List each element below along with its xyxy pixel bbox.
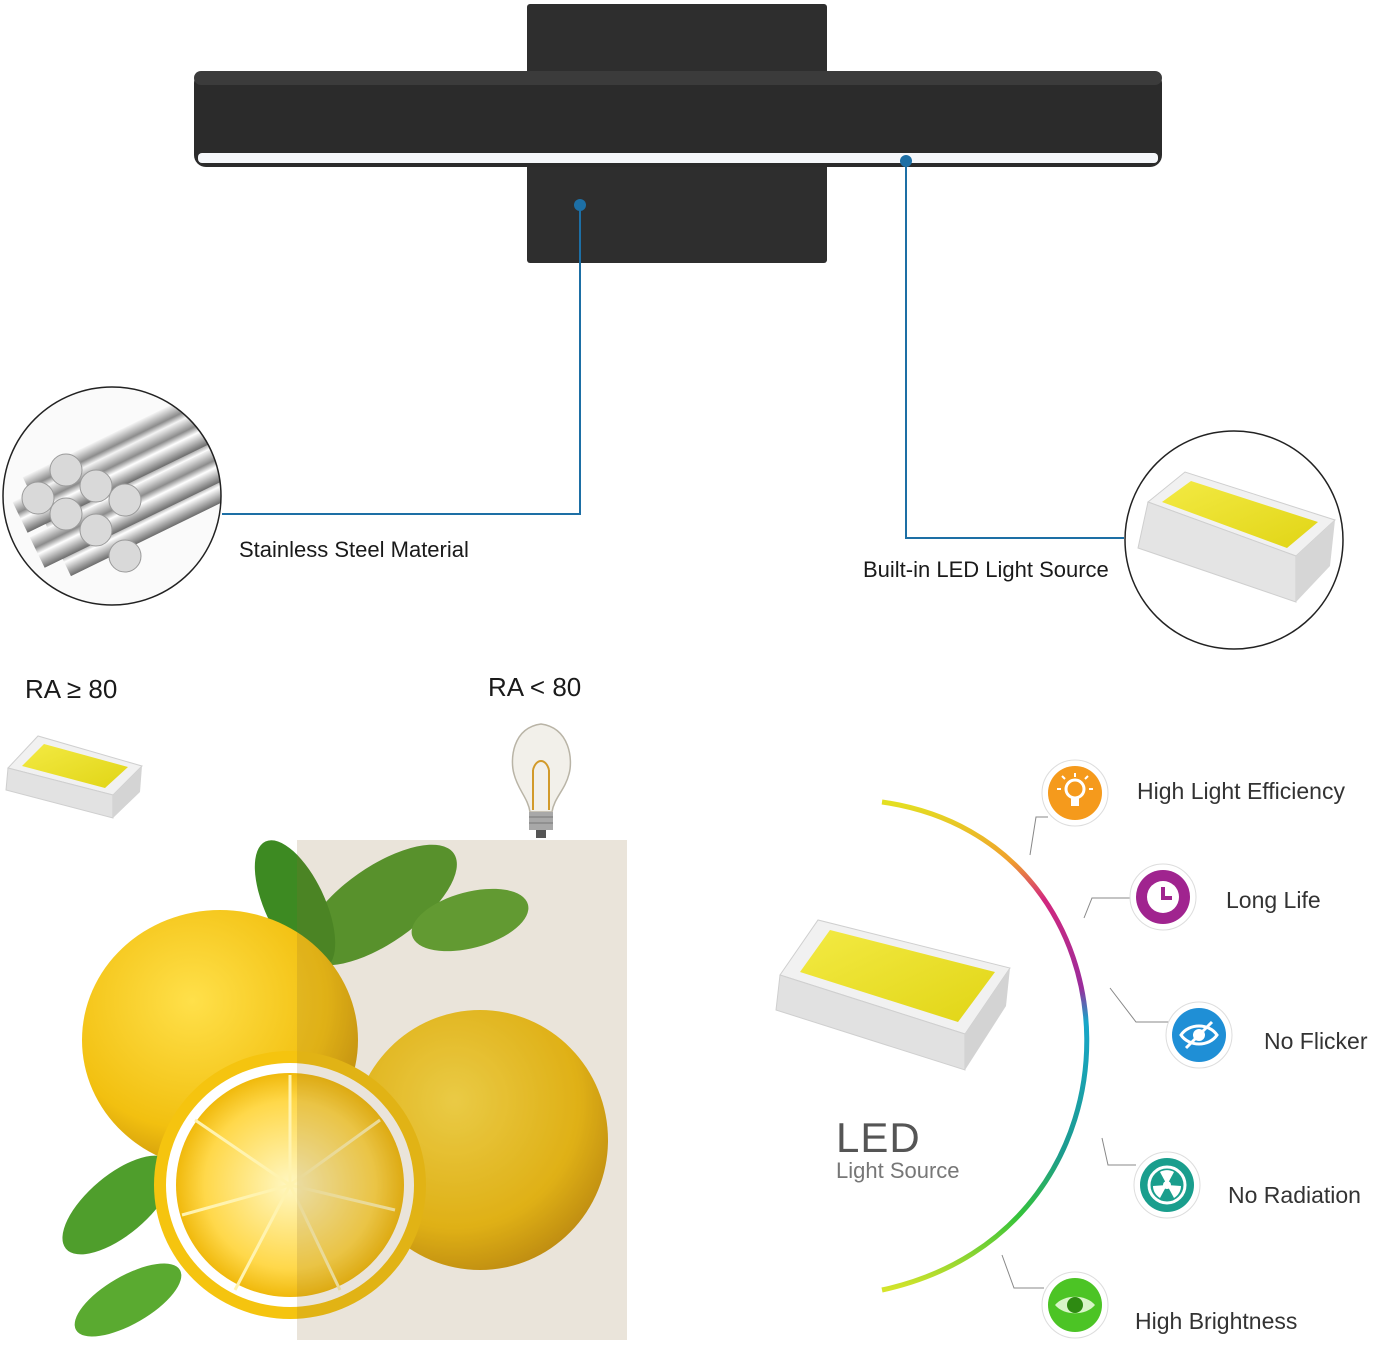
lightbulb-icon bbox=[1041, 759, 1109, 827]
pointer-dot-steel bbox=[574, 199, 586, 211]
feature-label-high-light-efficiency: High Light Efficiency bbox=[1137, 778, 1345, 804]
callout-stainless-steel: Stainless Steel Material bbox=[239, 537, 469, 562]
feature-label-no-radiation: No Radiation bbox=[1228, 1182, 1361, 1208]
led-chip-circle-image bbox=[1124, 430, 1344, 650]
feature-label-high-brightness: High Brightness bbox=[1135, 1308, 1298, 1334]
clock-icon bbox=[1129, 863, 1197, 931]
feature-connector-lines bbox=[1001, 816, 1170, 1289]
wall-lamp-image bbox=[194, 4, 1162, 263]
lemons-image bbox=[62, 840, 627, 1340]
ra-high-label: RA ≥ 80 bbox=[25, 674, 118, 704]
radiation-icon bbox=[1133, 1151, 1201, 1219]
eye-icon bbox=[1041, 1271, 1109, 1339]
large-led-chip-image bbox=[775, 919, 1011, 1071]
filament-bulb-image bbox=[511, 723, 572, 838]
led-subtitle: Light Source bbox=[836, 1158, 960, 1183]
ra-low-label: RA < 80 bbox=[488, 672, 582, 702]
pointer-dot-led bbox=[900, 155, 912, 167]
callout-led-light-source: Built-in LED Light Source bbox=[863, 557, 1109, 582]
feature-label-no-flicker: No Flicker bbox=[1264, 1028, 1368, 1054]
pointer-lines bbox=[222, 161, 1124, 539]
feature-label-long-life: Long Life bbox=[1226, 887, 1321, 913]
steel-rods-image bbox=[2, 386, 222, 606]
small-led-chip-image bbox=[5, 735, 143, 819]
feature-arc bbox=[881, 799, 1090, 1293]
eye-slash-icon bbox=[1165, 1001, 1233, 1069]
led-title: LED bbox=[836, 1114, 921, 1161]
